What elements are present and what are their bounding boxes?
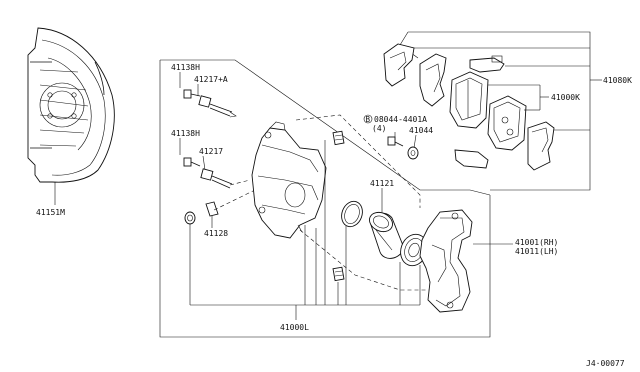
bolt-lower[interactable]	[183, 157, 201, 167]
piston[interactable]	[366, 209, 405, 259]
label-41044: 41044	[409, 126, 433, 135]
assembly-frame-top	[160, 59, 491, 196]
diagram-id: J4·00077	[586, 359, 625, 368]
bolt-small[interactable]	[387, 136, 404, 147]
dash-pin-lower	[229, 179, 251, 186]
pin-upper[interactable]	[198, 95, 237, 118]
label-41151m: 41151M	[36, 208, 65, 217]
pad-clip-lower[interactable]	[454, 149, 489, 169]
dash-region-bottom	[299, 229, 430, 291]
bushing[interactable]	[184, 201, 219, 225]
label-41121: 41121	[370, 179, 394, 188]
dash-bushing	[213, 189, 256, 211]
label-41138h-upper: 41138H	[171, 63, 200, 72]
label-41080k: 41080K	[603, 76, 632, 85]
leader-41044	[413, 134, 417, 149]
label-41138h-lower: 41138H	[171, 129, 200, 138]
label-41001rh: 41001(RH)	[515, 238, 558, 247]
pad-shim-3[interactable]	[527, 121, 555, 171]
label-qty: (4)	[372, 124, 386, 133]
washer[interactable]	[407, 146, 419, 160]
caliper-body[interactable]	[251, 121, 327, 239]
label-41128: 41128	[204, 229, 228, 238]
label-41217a: 41217+A	[194, 75, 228, 84]
label-08044: 08044-4401A	[374, 115, 427, 124]
padkit-frame	[408, 31, 591, 191]
bolt-upper[interactable]	[183, 89, 201, 99]
bleeder-upper[interactable]	[332, 130, 345, 146]
label-41011lh: 41011(LH)	[515, 247, 558, 256]
pad-shim-1[interactable]	[383, 43, 415, 87]
pad-clip-upper[interactable]	[469, 55, 505, 73]
pin-lower[interactable]	[200, 168, 233, 189]
brake-pad-outer[interactable]	[449, 71, 489, 129]
backing-plate[interactable]	[27, 27, 115, 183]
piston-seal[interactable]	[338, 198, 366, 229]
bleeder-lower[interactable]	[332, 266, 345, 282]
brake-pad-inner[interactable]	[487, 95, 527, 151]
label-bolt-prefix: B	[366, 115, 371, 124]
dash-region-top	[295, 114, 421, 208]
label-41217: 41217	[199, 147, 223, 156]
label-41000l: 41000L	[280, 323, 309, 332]
leader-41217	[202, 155, 206, 171]
bolt-callout-circle	[363, 114, 373, 124]
pad-shim-2[interactable]	[419, 53, 447, 107]
assembly-frame	[159, 60, 491, 338]
label-41000k: 41000K	[551, 93, 580, 102]
torque-member[interactable]	[419, 209, 473, 313]
